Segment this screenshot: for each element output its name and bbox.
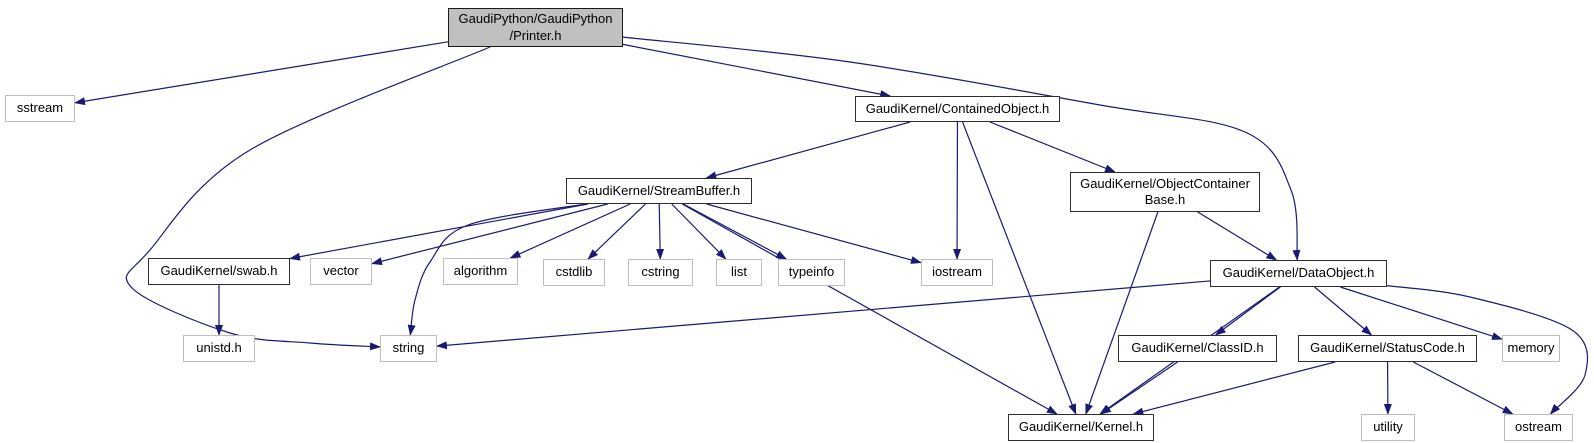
include-edge-streambuffer-to-vector <box>371 203 608 266</box>
include-edge-dataobject-to-ostream <box>1386 285 1589 415</box>
include-edge-printer-to-sstream <box>74 41 449 106</box>
node-vector: vector <box>310 258 372 285</box>
node-unistd: unistd.h <box>183 335 255 362</box>
include-edge-dataobject-to-classid <box>1214 286 1281 336</box>
node-kernel[interactable]: GaudiKernel/Kernel.h <box>1008 414 1154 441</box>
node-string: string <box>380 335 437 362</box>
include-edge-containedobject-to-streambuffer <box>705 121 911 180</box>
node-dataobject[interactable]: GaudiKernel/DataObject.h <box>1210 260 1387 287</box>
include-edge-streambuffer-to-kernel <box>681 203 1058 415</box>
include-edge-streambuffer-to-cstring <box>656 203 665 260</box>
node-utility: utility <box>1361 414 1415 441</box>
include-edge-streambuffer-to-algorithm <box>509 203 631 259</box>
node-memory: memory <box>1502 335 1560 362</box>
node-list: list <box>716 259 762 286</box>
include-edge-streambuffer-to-cstdlib <box>587 203 646 260</box>
include-edge-dataobject-to-memory <box>1340 286 1503 340</box>
node-objectcontainerbase[interactable]: GaudiKernel/ObjectContainer Base.h <box>1070 172 1260 212</box>
include-edge-printer-to-dataobject <box>622 36 1301 261</box>
node-sstream: sstream <box>5 95 75 122</box>
node-streambuffer[interactable]: GaudiKernel/StreamBuffer.h <box>566 178 752 204</box>
include-edge-statuscode-to-kernel <box>1132 361 1336 416</box>
node-cstdlib: cstdlib <box>543 259 605 286</box>
include-edge-dataobject-to-statuscode <box>1314 286 1373 336</box>
node-statuscode[interactable]: GaudiKernel/StatusCode.h <box>1298 335 1477 362</box>
node-typeinfo: typeinfo <box>778 259 845 286</box>
include-edge-streambuffer-to-string <box>407 203 587 336</box>
include-edge-classid-to-kernel <box>1100 361 1178 415</box>
node-swab[interactable]: GaudiKernel/swab.h <box>148 258 290 285</box>
node-ostream: ostream <box>1504 414 1573 441</box>
include-edge-containedobject-to-kernel <box>961 121 1077 415</box>
include-edge-streambuffer-to-list <box>671 203 727 260</box>
node-containedobject[interactable]: GaudiKernel/ContainedObject.h <box>855 96 1060 122</box>
include-edge-dataobject-to-string <box>436 280 1211 350</box>
include-edge-objectcontainerbase-to-kernel <box>1085 211 1159 415</box>
include-edge-streambuffer-to-typeinfo <box>683 203 788 260</box>
include-edge-statuscode-to-ostream <box>1413 361 1514 415</box>
node-algorithm: algorithm <box>443 258 518 285</box>
include-edge-containedobject-to-objectcontainerbase <box>989 121 1116 173</box>
include-edge-objectcontainerbase-to-dataobject <box>1197 211 1278 261</box>
node-iostream: iostream <box>921 259 993 286</box>
include-edge-printer-to-string <box>125 46 491 351</box>
node-cstring: cstring <box>628 259 693 286</box>
node-classid[interactable]: GaudiKernel/ClassID.h <box>1118 335 1277 362</box>
include-edge-printer-to-containedobject <box>622 43 892 99</box>
node-printer: GaudiPython/GaudiPython /Printer.h <box>448 8 623 47</box>
include-edge-streambuffer-to-swab <box>289 203 589 261</box>
include-edge-streambuffer-to-iostream <box>706 203 922 264</box>
